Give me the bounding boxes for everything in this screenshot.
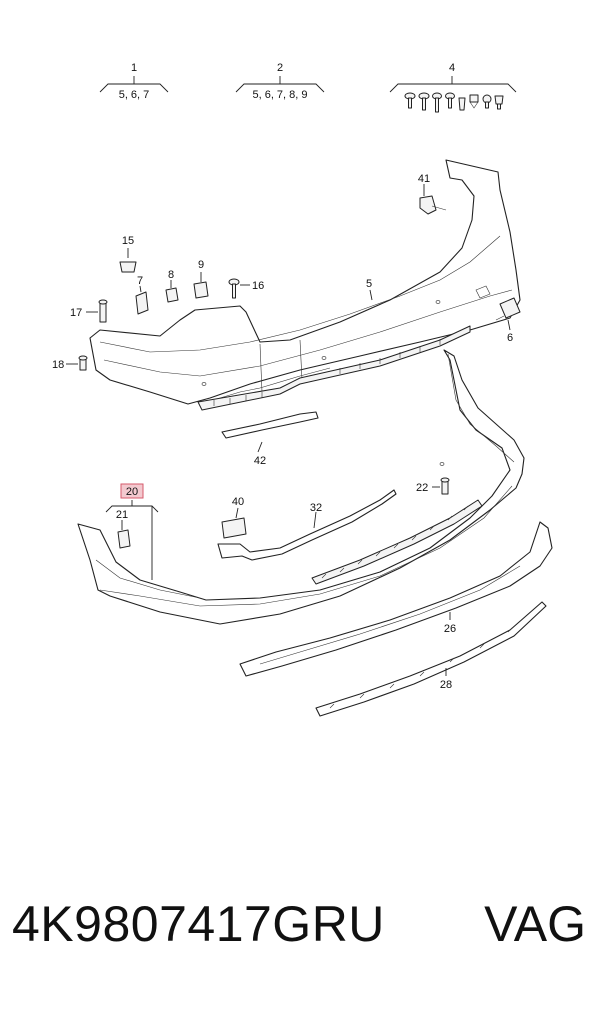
diffuser-part-26 [239, 521, 553, 677]
group-1-header: 1 5, 6, 7 [99, 62, 169, 101]
footer: 4K9807417GRU VAG [0, 895, 600, 985]
callout-16: 16 [252, 280, 264, 292]
callout-26: 26 [444, 623, 456, 635]
screw-part-16 [228, 278, 250, 299]
group-2-header: 2 5, 6, 7, 8, 9 [235, 62, 325, 101]
clip-part-15 [119, 248, 137, 273]
callout-8: 8 [168, 269, 174, 281]
group-1-number: 1 [131, 62, 137, 74]
callout-5: 5 [366, 278, 372, 290]
lower-trim-part-28 [315, 601, 547, 717]
bolt-part-22 [432, 477, 450, 495]
group-4-header: 4 [389, 62, 517, 93]
upper-bumper-cover [89, 159, 521, 411]
group-4-number: 4 [449, 62, 455, 74]
callout-42: 42 [254, 455, 266, 467]
part-number: 4K9807417GRU [12, 896, 385, 952]
stud-part-17 [86, 299, 108, 323]
cover-part-6 [495, 297, 521, 331]
callout-7: 7 [137, 275, 143, 287]
sensor-harness-part-32 [217, 489, 397, 561]
callout-41: 41 [418, 173, 430, 185]
callout-labels: 41 15 7 8 9 16 5 17 6 18 42 20 21 40 32 … [52, 173, 513, 691]
callout-40: 40 [232, 496, 244, 508]
clip-part-21 [117, 520, 131, 549]
highlight-box [120, 483, 144, 499]
fastener-set-icon [404, 92, 504, 113]
leader-lines [369, 184, 425, 301]
bracket-part-8 [165, 280, 179, 303]
bolt-part-18 [66, 355, 88, 371]
callout-32: 32 [310, 502, 322, 514]
group-20-bracket [105, 483, 159, 580]
reflector-strip-part [221, 411, 319, 453]
lower-bumper-cover [77, 349, 525, 625]
brand-label: VAG [484, 896, 586, 952]
callout-9: 9 [198, 259, 204, 271]
callout-18: 18 [52, 359, 64, 371]
bracket-part-9 [193, 272, 209, 299]
callout-21: 21 [116, 509, 128, 521]
callout-22: 22 [416, 482, 428, 494]
parts-diagram: 1 5, 6, 7 2 5, 6, 7, 8, 9 4 [52, 62, 553, 717]
cap-part-7 [135, 285, 149, 315]
group-1-items: 5, 6, 7 [119, 89, 150, 101]
group-2-items: 5, 6, 7, 8, 9 [252, 89, 307, 101]
bracket-part-41 [419, 195, 447, 215]
callout-15: 15 [122, 235, 134, 247]
callout-17: 17 [70, 307, 82, 319]
group-2-number: 2 [277, 62, 283, 74]
callout-28: 28 [440, 679, 452, 691]
callout-20: 20 [126, 486, 138, 498]
callout-6: 6 [507, 332, 513, 344]
